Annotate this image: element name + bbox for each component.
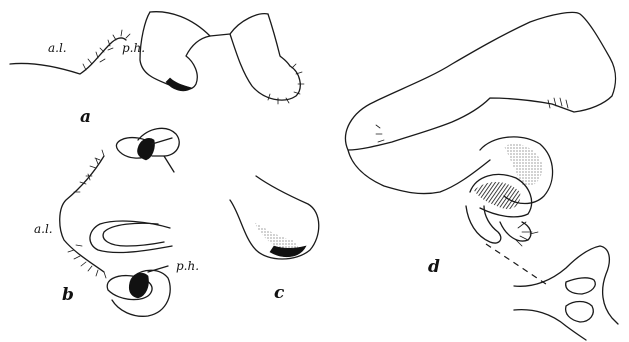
panel-a-dark-tip bbox=[166, 78, 192, 91]
panel-d-pointer-line bbox=[486, 244, 546, 284]
panel-b-inner-u bbox=[90, 221, 172, 253]
panel-d: d bbox=[346, 12, 618, 340]
panel-d-lower-hooks bbox=[466, 206, 531, 243]
panel-d-inset-outline bbox=[514, 246, 618, 340]
label-a-posterior-hook: p.h. bbox=[122, 41, 145, 55]
panel-d-inset-inner-lower bbox=[566, 302, 594, 323]
panel-b: a.l. p.h. b bbox=[34, 128, 199, 316]
panel-a-posterior-hook-outline bbox=[140, 12, 268, 90]
panel-d-lower-arm bbox=[348, 150, 490, 194]
panel-d-inset-inner-upper bbox=[566, 278, 596, 294]
panel-a-right-stem bbox=[268, 14, 290, 66]
panel-a-right-bristles bbox=[268, 64, 304, 104]
panel-b-inner-u-inner bbox=[103, 223, 164, 246]
label-panel-a: a bbox=[80, 107, 91, 127]
label-b-posterior-hook: p.h. bbox=[176, 259, 199, 273]
label-panel-c: c bbox=[274, 283, 285, 303]
panel-c: c bbox=[230, 176, 319, 303]
panel-d-stippling bbox=[504, 144, 542, 187]
label-panel-d: d bbox=[428, 257, 440, 277]
panel-a-anterior-lobe-outline bbox=[10, 38, 126, 74]
panel-b-outer-outline bbox=[60, 156, 104, 272]
label-b-anterior-lobe: a.l. bbox=[34, 222, 53, 236]
label-a-anterior-lobe: a.l. bbox=[48, 41, 67, 55]
panel-d-bristles bbox=[376, 98, 568, 142]
label-panel-b: b bbox=[62, 285, 74, 305]
panel-d-hatching bbox=[474, 182, 520, 209]
panel-b-lower-hook bbox=[107, 266, 170, 316]
panel-d-body-outline bbox=[346, 12, 616, 150]
panel-b-lower-bristles bbox=[68, 245, 106, 278]
panel-b-upper-hook bbox=[116, 128, 179, 172]
panel-b-upper-bristles bbox=[74, 150, 104, 192]
panel-a: a.l. p.h. a bbox=[10, 12, 304, 127]
